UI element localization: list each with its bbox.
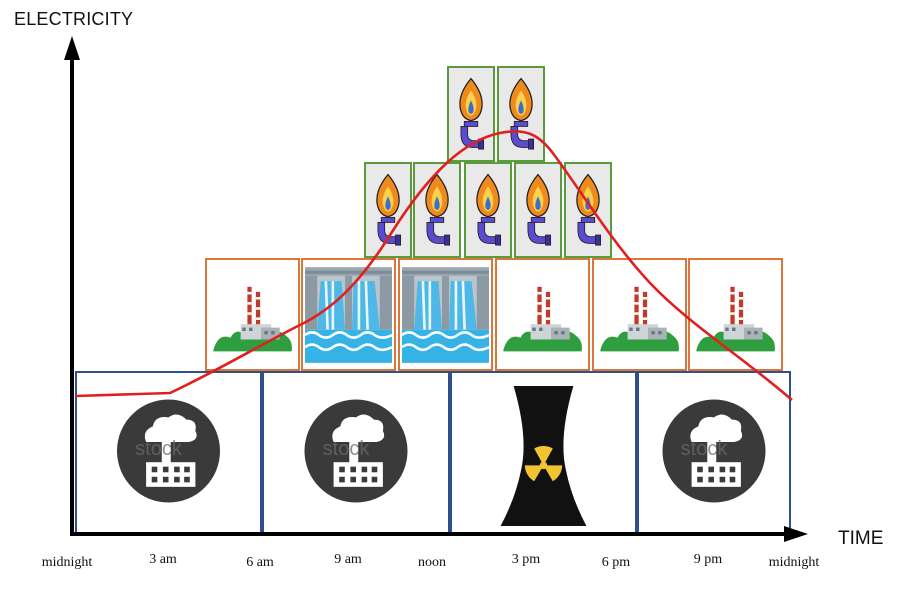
base-load-box: stock <box>75 371 262 534</box>
time-label: 6 pm <box>601 555 631 570</box>
base-load-box: stock <box>262 371 450 534</box>
peak-load-box <box>447 66 495 162</box>
time-label: 3 am <box>149 552 177 567</box>
time-label: midnight <box>41 555 93 570</box>
base-load-box <box>450 371 637 534</box>
hydro-dam-icon <box>402 265 489 365</box>
watermark-text: stock <box>681 438 729 460</box>
watermark-text: stock <box>323 438 371 460</box>
peak-load-box <box>514 162 562 258</box>
intermediate-load-box <box>495 258 590 371</box>
intermediate-load-box <box>592 258 687 371</box>
peak-load-box <box>564 162 612 258</box>
peak-load-box <box>413 162 461 258</box>
intermediate-load-box <box>301 258 396 371</box>
x-axis-label: TIME <box>838 528 884 549</box>
demand-curve <box>75 130 793 401</box>
intermediate-load-box <box>398 258 493 371</box>
time-label: 9 am <box>334 552 362 567</box>
time-label: noon <box>418 555 446 570</box>
peak-load-box <box>497 66 545 162</box>
watermark-text: stock <box>135 438 183 460</box>
peak-load-box <box>364 162 412 258</box>
time-label: 6 am <box>246 555 274 570</box>
x-axis-arrowhead <box>784 526 808 542</box>
y-axis-label: ELECTRICITY <box>14 9 134 29</box>
peak-load-box <box>464 162 512 258</box>
time-label: midnight <box>768 555 820 570</box>
time-label: 3 pm <box>511 552 541 567</box>
base-load-box: stock <box>637 371 791 534</box>
time-label: 9 pm <box>693 552 723 567</box>
intermediate-load-box <box>205 258 300 371</box>
y-axis-arrowhead <box>64 36 80 60</box>
intermediate-load-box <box>688 258 783 371</box>
